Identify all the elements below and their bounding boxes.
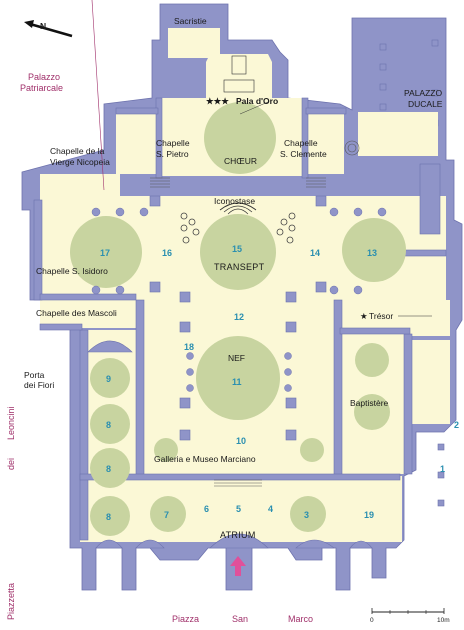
- label-nef: NEF: [228, 353, 245, 363]
- number-18: 18: [184, 342, 194, 352]
- label-iconostase: Iconostase: [214, 196, 255, 206]
- label-chapelle-clemente-1: Chapelle: [284, 138, 318, 148]
- palazzo-patriarcale-line: [91, 0, 105, 191]
- label-palazzo-ducale-1: PALAZZO: [404, 88, 442, 98]
- label-atrium: ATRIUM: [220, 530, 256, 540]
- number-11: 11: [232, 377, 242, 387]
- scale-end: 10m: [437, 617, 450, 624]
- label-piazzetta: Piazzetta: [6, 583, 16, 620]
- label-marco: Marco: [288, 614, 313, 624]
- number-13: 13: [367, 248, 377, 258]
- dome-aisle-8c: [90, 496, 130, 536]
- dome-galleria-2: [300, 438, 324, 462]
- label-porta-fiori-1: Porta: [24, 370, 45, 380]
- number-15: 15: [232, 244, 242, 254]
- number-14: 14: [310, 248, 320, 258]
- number-12: 12: [234, 312, 244, 322]
- label-palazzo-ducale-2: DUCALE: [408, 99, 443, 109]
- number-19: 19: [364, 510, 374, 520]
- dome-atrium-7: [150, 496, 186, 532]
- number-5: 5: [236, 504, 241, 514]
- dome-aisle-8a: [90, 404, 130, 444]
- number-8c: 8: [106, 512, 111, 522]
- label-chapelle-vierge-1: Chapelle de la: [50, 146, 105, 156]
- label-chapelle-clemente-2: S. Clemente: [280, 149, 327, 159]
- label-chapelle-isidoro: Chapelle S. Isidoro: [36, 266, 108, 276]
- number-16: 16: [162, 248, 172, 258]
- dome-transept: [200, 214, 276, 290]
- domes: [70, 102, 406, 536]
- pala-stars: ★★★: [206, 96, 230, 106]
- label-palazzo-patriarcale-1: Palazzo: [28, 72, 60, 82]
- pala-pointer: [239, 101, 269, 115]
- label-san: San: [232, 614, 248, 624]
- scale-bar: 0 10m: [370, 608, 450, 624]
- label-galleria: Galleria e Museo Marciano: [154, 454, 256, 464]
- stairs: [150, 177, 326, 487]
- iconostasis-arc: [219, 202, 257, 211]
- dome-atrium-3: [290, 496, 326, 532]
- north-label: N: [40, 21, 46, 31]
- label-choeur: CHŒUR: [224, 156, 257, 166]
- iconostasis-columns: [180, 212, 296, 244]
- spiral-stair: [344, 140, 360, 156]
- label-transept: TRANSEPT: [214, 262, 265, 272]
- label-chapelle-pietro-2: S. Pietro: [156, 149, 189, 159]
- tresor-star: ★: [360, 311, 368, 321]
- north-arrow-icon: N: [24, 20, 73, 38]
- number-7: 7: [164, 510, 169, 520]
- columns: [91, 207, 387, 392]
- dome-right-transept: [342, 218, 406, 282]
- dome-baptistere: [355, 343, 389, 377]
- dome-aisle-8b: [90, 448, 130, 488]
- label-leoncini: Leoncini: [6, 406, 16, 440]
- number-8a: 8: [106, 420, 111, 430]
- label-baptistere: Baptistère: [350, 398, 389, 408]
- number-10: 10: [236, 436, 246, 446]
- number-4: 4: [268, 504, 273, 514]
- label-pala-oro: Pala d'Oro: [236, 96, 278, 106]
- number-6: 6: [204, 504, 209, 514]
- dome-nave: [196, 336, 280, 420]
- label-chapelle-mascoli: Chapelle des Mascoli: [36, 308, 117, 318]
- label-piazza: Piazza: [172, 614, 199, 624]
- entrance-arrow-icon: [230, 556, 246, 576]
- number-8b: 8: [106, 464, 111, 474]
- interior-walls: [33, 97, 447, 549]
- dome-galleria: [154, 438, 178, 462]
- label-sacristie: Sacristie: [174, 16, 207, 26]
- number-3: 3: [304, 510, 309, 520]
- label-dei: dei: [6, 458, 16, 470]
- label-chapelle-pietro-1: Chapelle: [156, 138, 190, 148]
- dome-aisle-9: [90, 358, 130, 398]
- label-tresor: Trésor: [369, 311, 393, 321]
- number-9: 9: [106, 374, 111, 384]
- number-2: 2: [454, 420, 459, 430]
- label-palazzo-patriarcale-2: Patriarcale: [20, 83, 63, 93]
- dome-left-transept: [70, 216, 142, 288]
- altar: [223, 55, 255, 93]
- dome-baptistere-2: [354, 394, 390, 430]
- number-17: 17: [100, 248, 110, 258]
- label-porta-fiori-2: dei Fiori: [24, 380, 54, 390]
- label-chapelle-vierge-2: Vierge Nicopeia: [50, 157, 110, 167]
- number-1: 1: [440, 464, 445, 474]
- scale-start: 0: [370, 617, 374, 624]
- dome-choir: [204, 102, 276, 174]
